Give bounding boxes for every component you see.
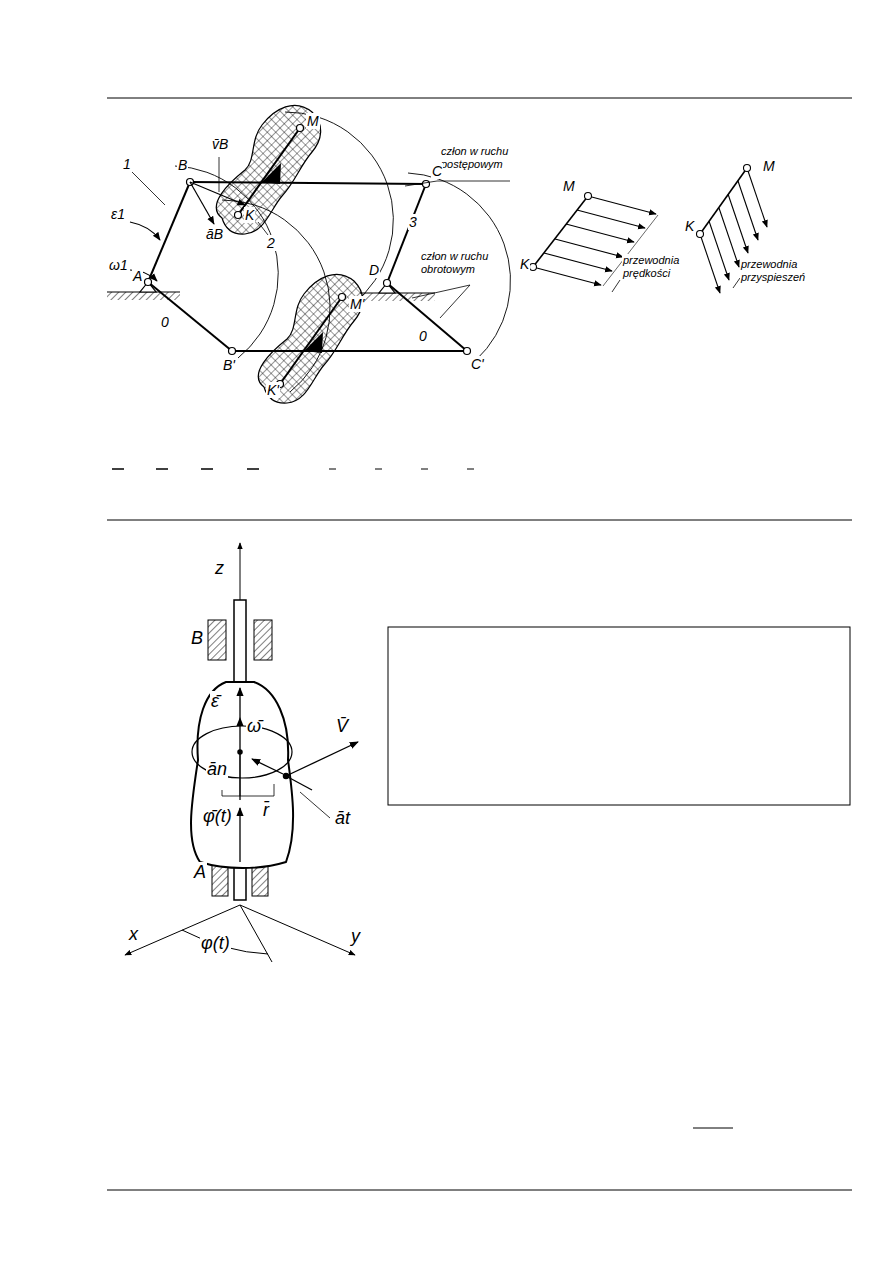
overbar-mark (112, 468, 474, 470)
point-label: B (177, 157, 188, 173)
annotation: przewodnia prędkości (622, 254, 704, 279)
point-label: C (431, 163, 443, 179)
angular-label: ω1 (108, 257, 129, 273)
annotation: człon w ruchu postępowym (440, 145, 524, 170)
part-number: 2 (266, 235, 276, 251)
vector-label: ān (206, 759, 228, 780)
rigid-body (216, 105, 362, 403)
axis-label: z (214, 558, 225, 579)
axis-label: y (350, 926, 361, 947)
angle-label: φ(t) (200, 933, 231, 954)
page-rule (107, 98, 852, 1190)
vector-label: r̄ (262, 800, 270, 821)
vector-label: ε̄ (210, 691, 220, 712)
point-label: A (193, 862, 207, 883)
vector-label: āB (205, 226, 224, 242)
vector-label: φ̄(t) (202, 806, 233, 827)
vector-label: ω̄ (246, 716, 262, 737)
point-label: K (684, 218, 695, 234)
point-label: M' (349, 296, 365, 312)
vector-label: V̄ (335, 716, 349, 737)
point-label: M (762, 158, 776, 174)
part-number: 0 (160, 314, 170, 330)
part-number: 1 (122, 156, 132, 172)
part-number: 3 (408, 214, 418, 230)
vector-label: āt (334, 808, 351, 829)
vector-arrow (130, 157, 510, 318)
point-label: C' (470, 356, 485, 372)
point-label: K (519, 256, 530, 272)
annotation: przewodnia przyspieszeń (740, 258, 830, 283)
annotation: człon w ruchu obrotowym (420, 250, 504, 275)
rotating-body (125, 543, 850, 1128)
point-label: K' (266, 382, 280, 398)
part-number: 0 (418, 328, 428, 344)
point-label: M (306, 113, 320, 129)
point-label: M (562, 178, 576, 194)
point-label: K (244, 207, 255, 223)
point-label: B' (222, 357, 236, 373)
axis-label: x (128, 924, 139, 945)
point-label: D (368, 262, 380, 278)
angular-label: ε1 (110, 206, 126, 222)
point-label: A (132, 268, 143, 284)
vector-label: v̄B (211, 136, 229, 152)
point-label: B (190, 628, 204, 649)
